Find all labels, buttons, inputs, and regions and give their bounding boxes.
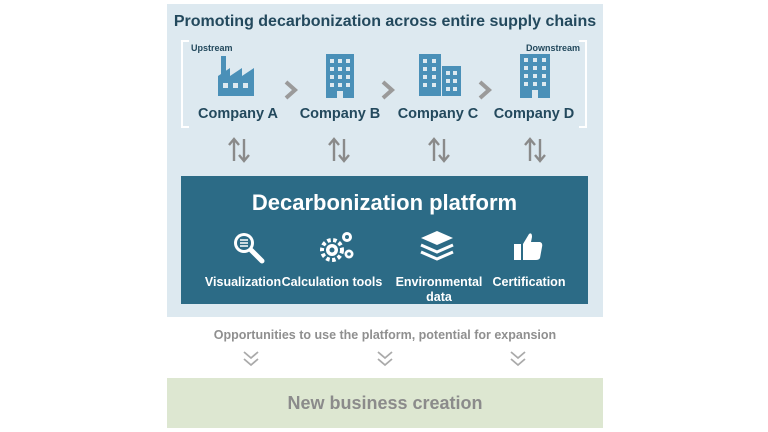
chevron-right-icon — [381, 80, 395, 100]
chevron-right-icon — [478, 80, 492, 100]
gears-icon — [320, 232, 354, 262]
double-chevron-down-icon — [510, 351, 526, 367]
feature-calculation-tools-label: Calculation tools — [281, 275, 383, 289]
up-down-arrows-icon — [228, 137, 250, 163]
platform-title: Decarbonization platform — [251, 190, 518, 215]
thumbs-up-icon — [514, 233, 543, 260]
left-bracket — [181, 40, 189, 128]
right-bracket — [579, 40, 587, 128]
magnifier-icon — [234, 233, 265, 264]
up-down-arrows-icon — [328, 137, 350, 163]
feature-certification-label: Certification — [492, 275, 566, 289]
company-b-label: Company B — [299, 106, 381, 122]
diagram-title: Promoting decarbonization across entire … — [173, 13, 597, 30]
feature-environmental-data-label: Environmental data — [395, 275, 483, 304]
company-a-label: Company A — [197, 106, 279, 122]
layers-icon — [420, 231, 454, 261]
opportunities-text: Opportunities to use the platform, poten… — [213, 328, 557, 342]
factory-icon — [218, 56, 254, 96]
office-tower-icon — [520, 54, 550, 98]
company-c-label: Company C — [397, 106, 479, 122]
double-chevron-down-icon — [243, 351, 259, 367]
new-business-label: New business creation — [287, 393, 483, 413]
chevron-right-icon — [284, 80, 298, 100]
company-d-label: Company D — [493, 106, 575, 122]
buildings-icon — [419, 54, 461, 96]
upstream-label: Upstream — [191, 43, 233, 53]
new-business-panel — [167, 378, 603, 428]
feature-visualization-label: Visualization — [204, 275, 282, 289]
up-down-arrows-icon — [524, 137, 546, 163]
office-building-icon — [326, 54, 354, 98]
downstream-label: Downstream — [526, 43, 581, 53]
double-chevron-down-icon — [377, 351, 393, 367]
up-down-arrows-icon — [428, 137, 450, 163]
